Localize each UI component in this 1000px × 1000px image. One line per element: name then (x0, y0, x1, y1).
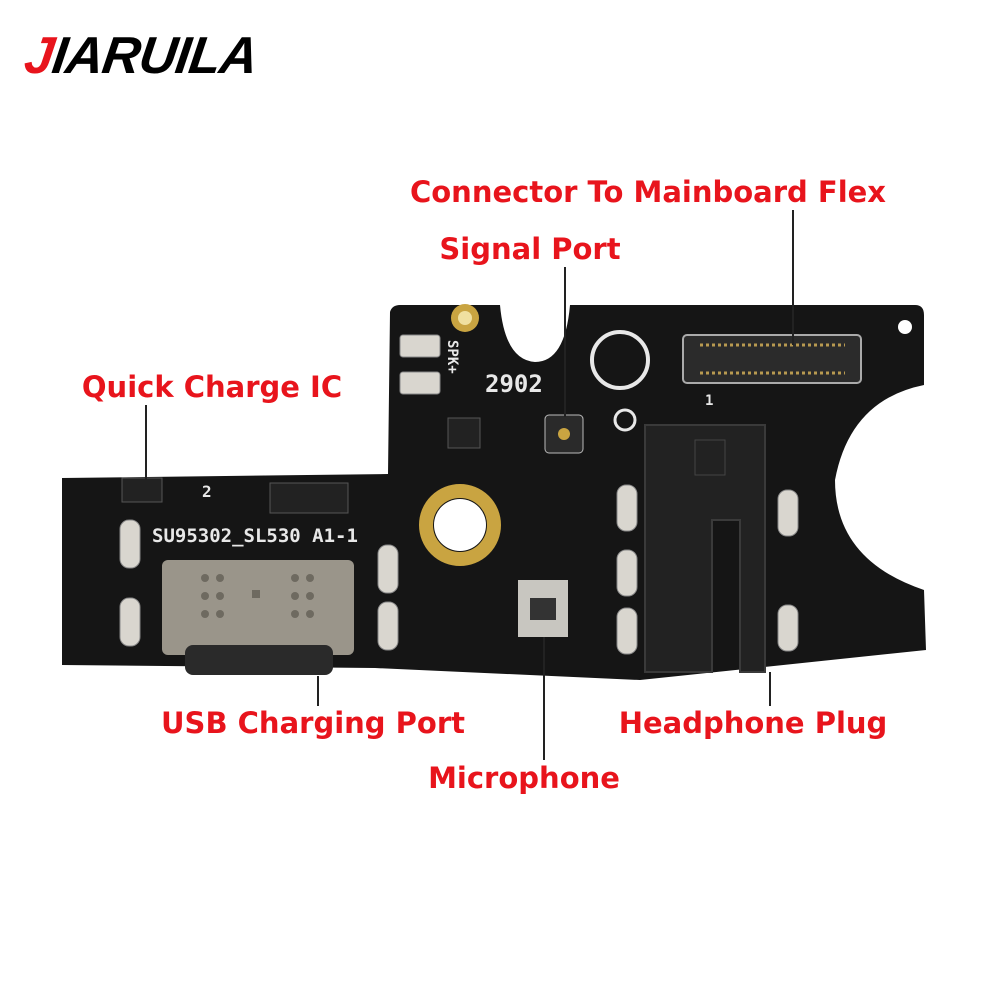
label-signal-port: Signal Port (439, 232, 621, 266)
usb-pointer-line (317, 676, 319, 706)
quick-charge-ic (121, 477, 163, 503)
silkscreen-spk: SPK+ (444, 340, 460, 374)
connector-pointer-line (792, 210, 794, 345)
silkscreen-mark-1: 1 (705, 393, 713, 409)
label-connector: Connector To Mainboard Flex (409, 175, 887, 209)
silkscreen-code: 2902 (485, 370, 543, 398)
silkscreen-mark-2: 2 (202, 482, 212, 501)
signal-pointer-line (564, 267, 566, 417)
label-headphone-plug: Headphone Plug (618, 706, 888, 740)
label-microphone: Microphone (428, 761, 620, 795)
headphone-pointer-line (769, 672, 771, 706)
quick-charge-pointer-line (145, 405, 147, 480)
silkscreen-part-number: SU95302_SL530 A1-1 (152, 525, 358, 547)
label-quick-charge-ic: Quick Charge IC (81, 370, 343, 404)
mounting-ring (419, 484, 501, 566)
mainboard-connector (682, 334, 862, 384)
label-usb-port: USB Charging Port (161, 706, 465, 740)
headphone-jack (644, 424, 766, 673)
microphone-pointer-line (543, 637, 545, 760)
usb-port-body (162, 560, 354, 655)
